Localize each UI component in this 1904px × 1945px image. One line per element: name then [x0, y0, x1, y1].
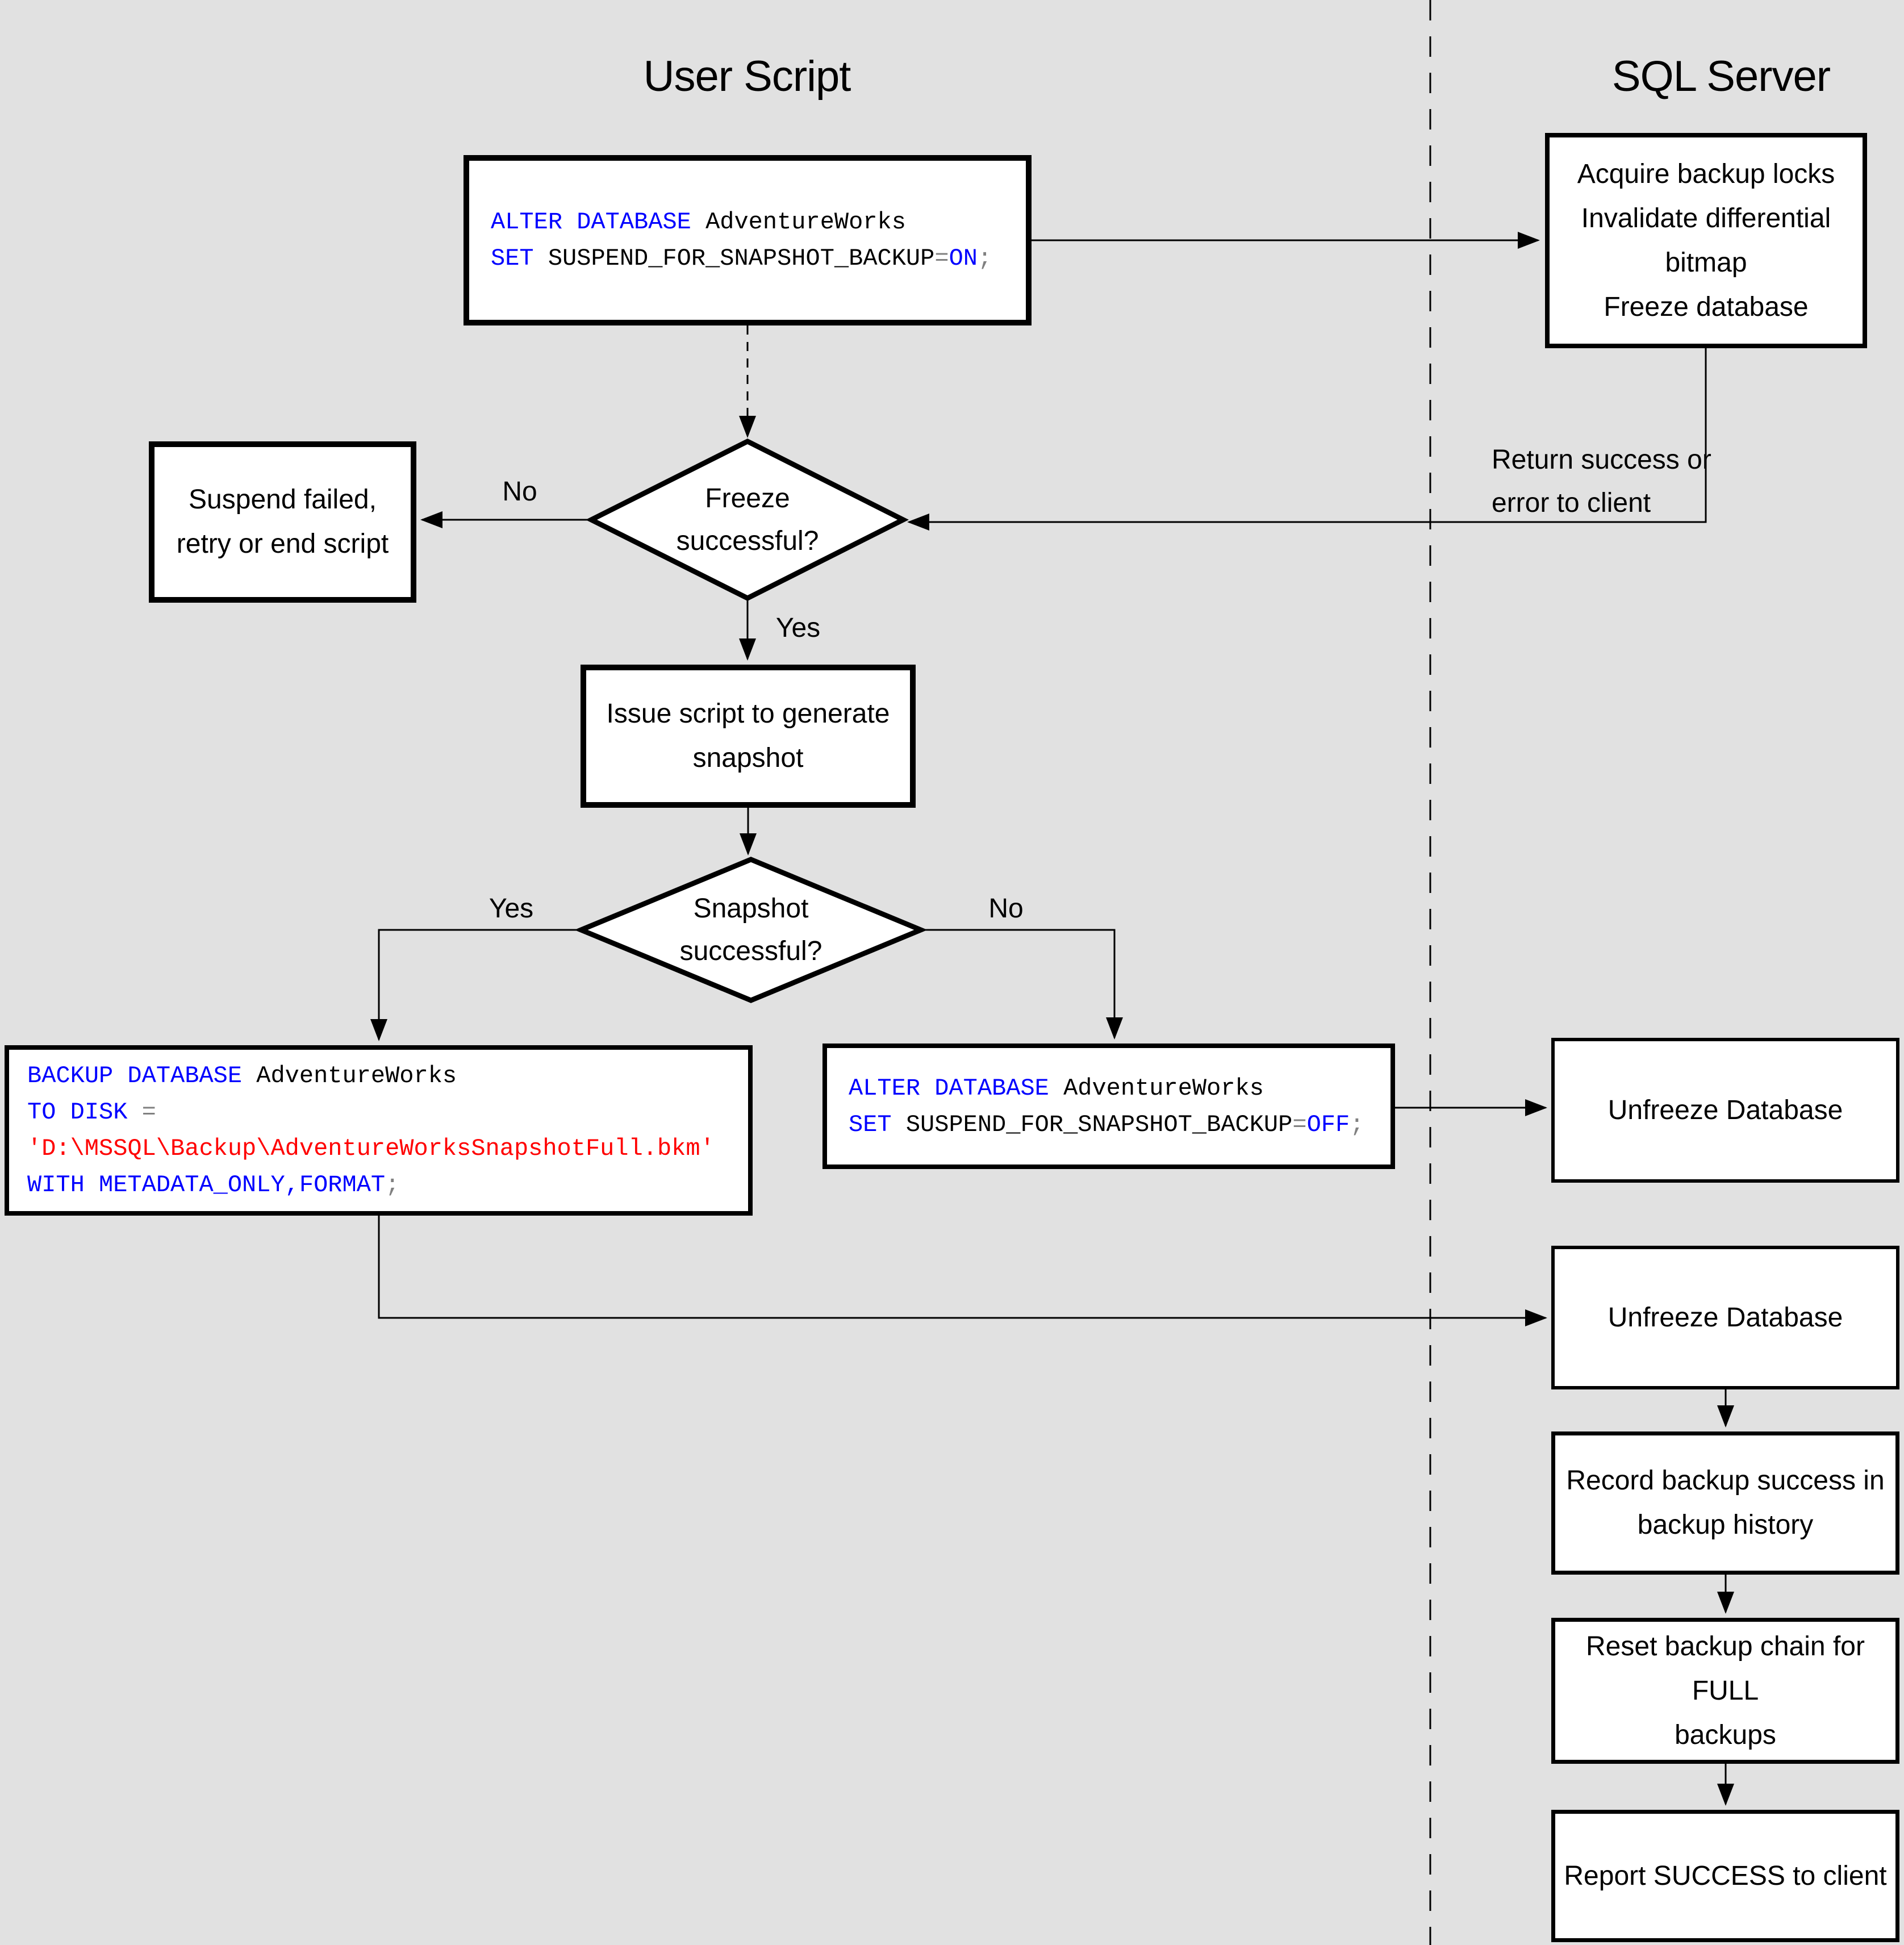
sql-operator: ; [977, 245, 992, 272]
sql-operator: = [127, 1099, 156, 1126]
arrow-snapshot-no-to-alter-off [921, 929, 1123, 1040]
node-line: successful? [676, 526, 819, 556]
edge-label-line: Return success or [1492, 445, 1711, 475]
code-line: SET SUSPEND_FOR_SNAPSHOT_BACKUP=OFF; [849, 1107, 1364, 1143]
node-line: successful? [679, 936, 822, 966]
node-sql-backup-database: BACKUP DATABASE AdventureWorks TO DISK =… [5, 1045, 753, 1216]
node-unfreeze-database-2: Unfreeze Database [1551, 1246, 1899, 1389]
edge-label-freeze-yes: Yes [775, 613, 821, 643]
node-acquire-backup-locks: Acquire backup locks Invalidate differen… [1545, 133, 1867, 348]
node-unfreeze-database-1: Unfreeze Database [1551, 1038, 1899, 1183]
code-line: ALTER DATABASE AdventureWorks [491, 204, 906, 240]
node-line: Issue script to generate [606, 699, 890, 729]
sql-keyword: ON [949, 245, 978, 272]
sql-keyword: TO DISK [27, 1099, 128, 1126]
code-line: BACKUP DATABASE AdventureWorks [27, 1058, 457, 1094]
edge-label-snapshot-no: No [988, 894, 1024, 924]
node-line: Unfreeze Database [1607, 1302, 1843, 1333]
node-line: Acquire backup locks [1577, 158, 1835, 189]
node-line: Invalidate differential [1581, 203, 1831, 233]
node-line: Freeze database [1604, 291, 1809, 322]
arrow-backup-to-unfreeze2 [378, 1216, 1547, 1326]
code-line: 'D:\MSSQL\Backup\AdventureWorksSnapshotF… [27, 1130, 715, 1167]
code-line: ALTER DATABASE AdventureWorks [849, 1070, 1264, 1107]
node-sql-suspend-on: ALTER DATABASE AdventureWorks SET SUSPEN… [464, 155, 1032, 325]
node-line: retry or end script [176, 529, 389, 559]
node-line: snapshot [692, 743, 804, 773]
node-report-success: Report SUCCESS to client [1551, 1810, 1899, 1942]
sql-identifier: AdventureWorks [1049, 1074, 1264, 1102]
node-line: Snapshot [693, 894, 809, 924]
lane-title-sql-server: SQL Server [1611, 52, 1831, 101]
arrow-acquire-to-freeze-decision [907, 348, 1707, 531]
sql-operator: ; [385, 1171, 400, 1199]
code-line: TO DISK = [27, 1094, 156, 1130]
edge-label-return-success: Return success or error to client [1492, 439, 1736, 525]
node-suspend-failed: Suspend failed, retry or end script [149, 441, 416, 603]
node-reset-backup-chain: Reset backup chain for FULL backups [1551, 1618, 1899, 1764]
sql-identifier: SUSPEND_FOR_SNAPSHOT_BACKUP [891, 1111, 1293, 1138]
node-line: backups [1675, 1719, 1776, 1750]
node-record-backup-success: Record backup success in backup history [1551, 1431, 1899, 1575]
sql-keyword: SET [849, 1111, 892, 1138]
node-line: Reset backup chain for FULL [1586, 1631, 1865, 1706]
sql-identifier: AdventureWorks [691, 208, 906, 236]
node-line: Unfreeze Database [1607, 1095, 1843, 1125]
snapshot-decision-label: Snapshot successful? [637, 887, 865, 972]
sql-operator: = [934, 245, 949, 272]
edge-label-line: error to client [1492, 488, 1651, 518]
node-sql-suspend-off: ALTER DATABASE AdventureWorks SET SUSPEN… [822, 1044, 1395, 1169]
sql-operator: ; [1350, 1111, 1364, 1138]
node-line: bitmap [1665, 247, 1747, 278]
lane-title-user-script: User Script [643, 52, 851, 101]
sql-operator: = [1292, 1111, 1307, 1138]
sql-identifier: SUSPEND_FOR_SNAPSHOT_BACKUP [533, 245, 935, 272]
sql-keyword: BACKUP DATABASE [27, 1062, 243, 1090]
node-line: Report SUCCESS to client [1564, 1860, 1887, 1891]
code-line: SET SUSPEND_FOR_SNAPSHOT_BACKUP=ON; [491, 240, 992, 277]
edge-label-freeze-no: No [502, 477, 537, 507]
sql-keyword: ALTER DATABASE [491, 208, 691, 236]
node-line: Suspend failed, [189, 485, 377, 515]
freeze-decision-diamond [585, 438, 909, 602]
edge-label-snapshot-yes: Yes [488, 894, 534, 924]
node-line: backup history [1637, 1510, 1814, 1540]
node-issue-script: Issue script to generate snapshot [581, 665, 916, 808]
snapshot-decision-diamond [574, 857, 928, 1003]
sql-keyword: ALTER DATABASE [849, 1074, 1049, 1102]
node-line: Freeze [705, 483, 790, 514]
sql-identifier: AdventureWorks [242, 1062, 457, 1090]
arrow-snapshot-yes-to-backup [370, 929, 581, 1041]
sql-keyword: WITH METADATA_ONLY,FORMAT [27, 1171, 386, 1199]
sql-string: 'D:\MSSQL\Backup\AdventureWorksSnapshotF… [27, 1135, 715, 1162]
sql-keyword: OFF [1306, 1111, 1350, 1138]
code-line: WITH METADATA_ONLY,FORMAT; [27, 1167, 399, 1203]
sql-keyword: SET [491, 245, 534, 272]
freeze-decision-label: Freeze successful? [634, 477, 861, 562]
node-line: Record backup success in [1566, 1466, 1885, 1496]
